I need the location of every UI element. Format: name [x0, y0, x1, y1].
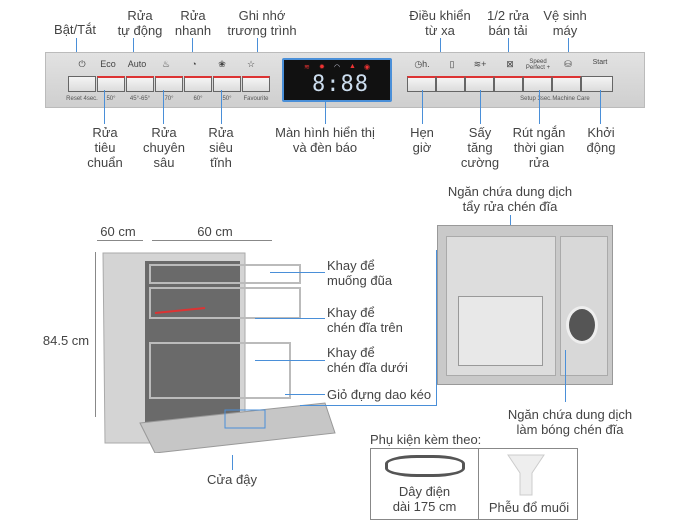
display-digits: 8:88	[312, 72, 369, 97]
machine-care-text: Machine Care	[552, 96, 590, 102]
quick-icon: ◔	[191, 59, 197, 69]
star-icon: ☆	[246, 59, 256, 69]
dry-icon: ≋+	[473, 59, 487, 69]
speed-button[interactable]	[523, 76, 552, 92]
accessories-title: Phụ kiện kèm theo:	[370, 432, 482, 447]
power-button[interactable]	[68, 76, 96, 92]
label-quick-wash: Rửa nhanh	[174, 8, 212, 38]
remote-icon: ▯	[449, 59, 455, 69]
speed-icon: Speed Perfect +	[525, 59, 551, 71]
machine-care-button[interactable]	[552, 76, 581, 92]
label-cutlery-basket: Giỏ đựng dao kéo	[327, 387, 432, 402]
timer-icon: ◷h.	[414, 59, 430, 69]
accessory-cord: Dây điện dài 175 cm	[392, 484, 457, 514]
setup-text: Setup 3sec.	[520, 96, 552, 102]
start-button[interactable]	[581, 76, 613, 92]
label-cutlery-tray: Khay để muống đũa	[327, 258, 393, 288]
half-load-icon: ⊠	[506, 59, 514, 69]
label-half-load: 1/2 rửa bán tải	[487, 8, 529, 38]
label-upper-rack: Khay để chén đĩa trên	[327, 305, 403, 335]
accessories-box: Dây điện dài 175 cm Phễu đổ muối	[370, 448, 578, 520]
temp-text: 60°	[193, 96, 203, 102]
label-lower-rack: Khay để chén đĩa dưới	[327, 345, 408, 375]
silence-icon: ❀	[218, 59, 226, 69]
half-load-button[interactable]	[494, 76, 523, 92]
label-power: Bật/Tắt	[54, 22, 96, 37]
silence-button[interactable]	[213, 76, 241, 92]
label-normal-wash: Rửa tiêu chuẩn	[87, 125, 123, 170]
temp-text: 45°-65°	[129, 96, 151, 102]
favourite-button[interactable]	[242, 76, 270, 92]
intensive-button[interactable]	[155, 76, 183, 92]
machine-care-icon: ⛁	[564, 59, 572, 69]
temp-text: 50°	[222, 96, 232, 102]
depth-label: 60 cm	[100, 224, 136, 239]
favourite-text: Favourite	[243, 96, 269, 102]
temp-text: 70°	[164, 96, 174, 102]
width-label: 60 cm	[197, 224, 233, 239]
timer-button[interactable]	[407, 76, 436, 92]
label-extra-dry: Sấy tăng cường	[460, 125, 500, 170]
pot-icon: ♨	[161, 59, 171, 69]
display-screen: ≋✹◠▲◉ 8:88	[282, 58, 392, 102]
label-door: Cửa đậy	[207, 472, 257, 487]
accessory-funnel: Phễu đổ muối	[488, 500, 570, 515]
control-panel: ⏻ Eco Auto ♨ ◔ ❀ ☆ Reset 4sec. 50° 45°-6…	[45, 52, 645, 108]
label-favourite: Ghi nhớ trương trình	[227, 8, 297, 38]
label-speed: Rút ngắn thời gian rửa	[512, 125, 566, 170]
label-start: Khởi động	[586, 125, 616, 155]
auto-button[interactable]	[126, 76, 154, 92]
start-icon: Start	[592, 59, 608, 66]
label-remote: Điều khiển từ xa	[409, 8, 471, 38]
label-display: Màn hình hiển thị và đèn báo	[275, 125, 375, 155]
label-detergent: Ngăn chứa dung dịch tẩy rửa chén đĩa	[447, 184, 573, 214]
eco-button[interactable]	[97, 76, 125, 92]
auto-icon: Auto	[127, 59, 147, 69]
reset-text: Reset 4sec.	[66, 96, 98, 102]
label-timer: Hẹn giờ	[410, 125, 434, 155]
dishwasher-image	[102, 252, 336, 453]
remote-button[interactable]	[436, 76, 465, 92]
extra-dry-button[interactable]	[465, 76, 494, 92]
eco-icon: Eco	[100, 59, 116, 69]
quick-button[interactable]	[184, 76, 212, 92]
dispenser-image	[437, 225, 613, 385]
temp-text: 50°	[106, 96, 116, 102]
label-machine-care: Vệ sinh máy	[543, 8, 587, 38]
power-icon: ⏻	[78, 59, 86, 69]
power-cord-image	[385, 455, 465, 477]
label-silence: Rửa siêu tĩnh	[208, 125, 234, 170]
label-auto-wash: Rửa tự động	[117, 8, 163, 38]
funnel-image	[507, 454, 545, 496]
label-intensive: Rửa chuyên sâu	[143, 125, 185, 170]
label-rinse-aid: Ngăn chứa dung dịch làm bóng chén đĩa	[507, 407, 633, 437]
height-label: 84.5 cm	[42, 333, 90, 348]
